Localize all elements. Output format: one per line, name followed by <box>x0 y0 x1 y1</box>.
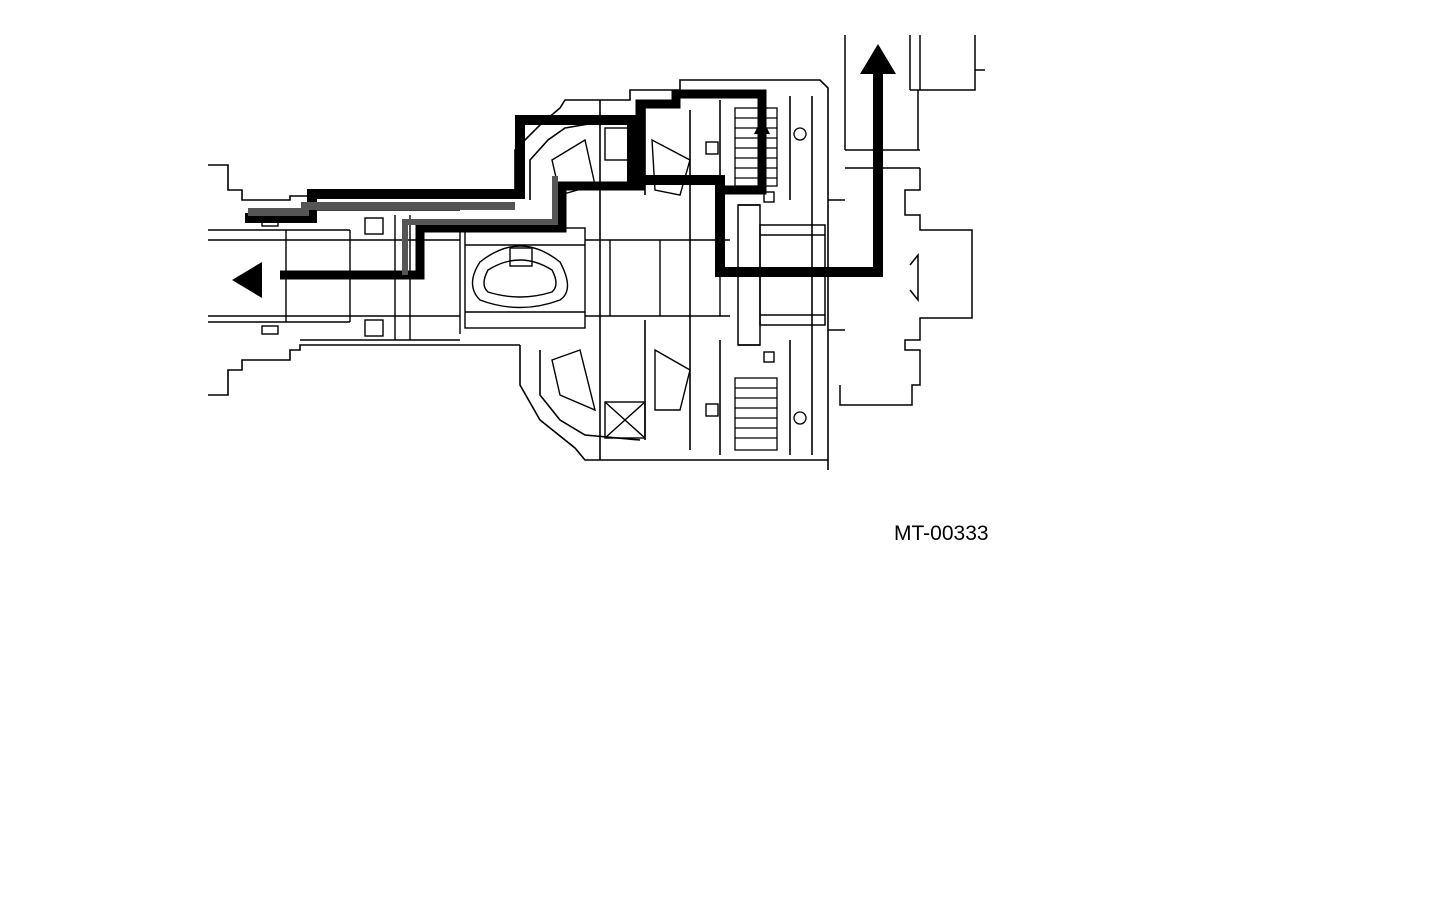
output-flange <box>737 35 985 406</box>
clutch-pack-lower <box>734 377 807 451</box>
figure-code-label: MT-00333 <box>894 522 989 545</box>
clutch-pack-upper <box>734 107 807 187</box>
power-flow-front <box>245 70 883 280</box>
bearings <box>551 127 775 439</box>
arrow-up-icon <box>860 44 896 74</box>
arrow-left-icon <box>232 262 262 298</box>
arrow-up-small-icon <box>754 118 770 134</box>
